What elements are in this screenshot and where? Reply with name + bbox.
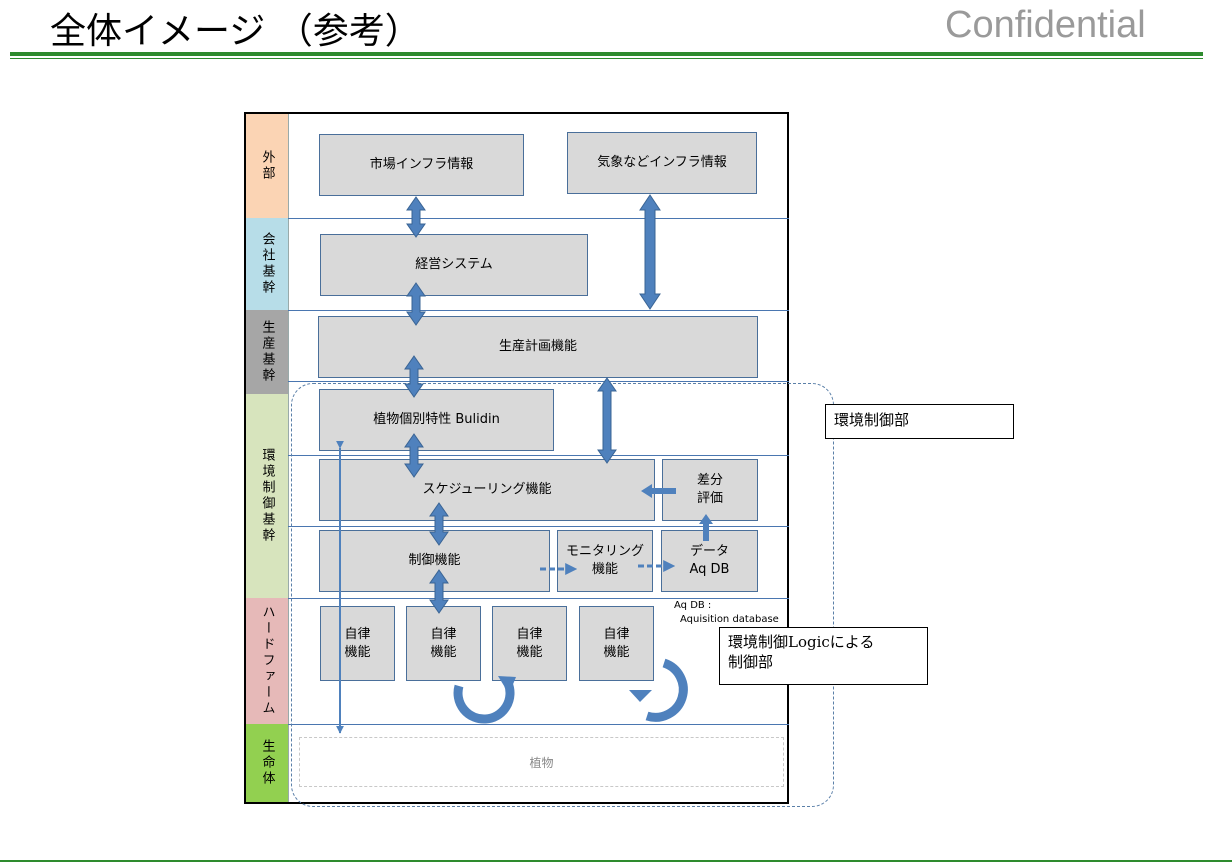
control-label: 制御機能 [408, 553, 461, 569]
header-rule [10, 52, 1203, 56]
layer-line [288, 724, 789, 725]
autonomous-box-4: 自律機能 [579, 606, 654, 681]
scheduling-box: スケジューリング機能 [319, 459, 655, 521]
autonomous-label: 自律機能 [430, 626, 457, 660]
monitoring-box: モニタリング機能 [557, 530, 653, 592]
layer-line [288, 598, 789, 599]
production-planning-label: 生産計画機能 [498, 339, 577, 355]
autonomous-label: 自律機能 [516, 626, 543, 660]
layer-line [288, 455, 789, 456]
double-arrow-control-autonomous [429, 569, 449, 614]
band-environment-control-core: 環境制御基幹 [246, 394, 288, 598]
layer-line [288, 526, 789, 527]
management-system-box: 経営システム [320, 234, 588, 296]
layer-line [288, 381, 789, 382]
layer-line [288, 310, 789, 311]
double-arrow-market-management [406, 196, 426, 238]
environment-control-region [291, 383, 834, 807]
market-info-label: 市場インフラ情報 [369, 157, 474, 173]
band-external: 外部 [246, 114, 288, 218]
autonomous-box-3: 自律機能 [492, 606, 567, 681]
callout-logic-control: 環境制御Logicによる制御部 [719, 627, 928, 685]
band-production-core: 生産基幹 [246, 310, 288, 394]
footer-rule [0, 860, 1232, 862]
double-arrow-planning-characteristics [404, 355, 424, 398]
monitoring-label: モニタリング機能 [565, 544, 644, 577]
layer-line [288, 218, 789, 219]
band-hardware-firmware: ハードファーム [246, 598, 288, 724]
weather-info-box: 気象などインフラ情報 [567, 132, 757, 194]
scheduling-label: スケジューリング機能 [422, 482, 552, 498]
page-title: 全体イメージ （参考） [50, 11, 421, 52]
callout-env-control-unit-text: 環境制御部 [834, 411, 910, 429]
double-arrow-management-planning [406, 282, 426, 326]
autonomous-box-2: 自律機能 [406, 606, 481, 681]
aqdb-note-line1: Aq DB : [674, 600, 712, 611]
plant-label: 植物 [529, 755, 554, 770]
plant-characteristics-box: 植物個別特性 Bulidin [319, 389, 554, 451]
market-info-box: 市場インフラ情報 [319, 134, 524, 196]
double-arrow-planning-scheduling [597, 377, 617, 464]
difference-eval-label: 差分評価 [696, 473, 723, 506]
weather-info-label: 気象などインフラ情報 [597, 155, 727, 171]
plant-box: 植物 [299, 737, 784, 787]
autonomous-label: 自律機能 [344, 626, 371, 660]
diagram-frame [244, 112, 789, 804]
production-planning-box: 生産計画機能 [318, 316, 758, 378]
header-rule-thin [10, 58, 1203, 59]
double-arrow-characteristics-scheduling [404, 433, 424, 478]
band-divider [288, 114, 289, 802]
feedback-loop-icon-2 [629, 658, 688, 722]
double-arrow-weather-planning [639, 194, 661, 310]
band-company-core: 会社基幹 [246, 218, 288, 310]
feedback-loop-icon-1 [453, 676, 516, 724]
aqdb-note-line2: Aquisition database [680, 614, 779, 625]
confidential-label: Confidential [945, 4, 1146, 46]
double-arrow-scheduling-control [429, 502, 449, 546]
plant-characteristics-label: 植物個別特性 Bulidin [373, 412, 500, 428]
band-living-organism: 生命体 [246, 724, 288, 802]
autonomous-label: 自律機能 [603, 626, 630, 660]
autonomous-box-1: 自律機能 [320, 606, 395, 681]
arrow-difference-to-scheduling [641, 484, 676, 498]
management-system-label: 経営システム [415, 257, 493, 273]
callout-env-control-unit: 環境制御部 [825, 404, 1014, 439]
difference-eval-box: 差分評価 [662, 459, 758, 521]
arrow-data-to-difference [699, 514, 713, 541]
